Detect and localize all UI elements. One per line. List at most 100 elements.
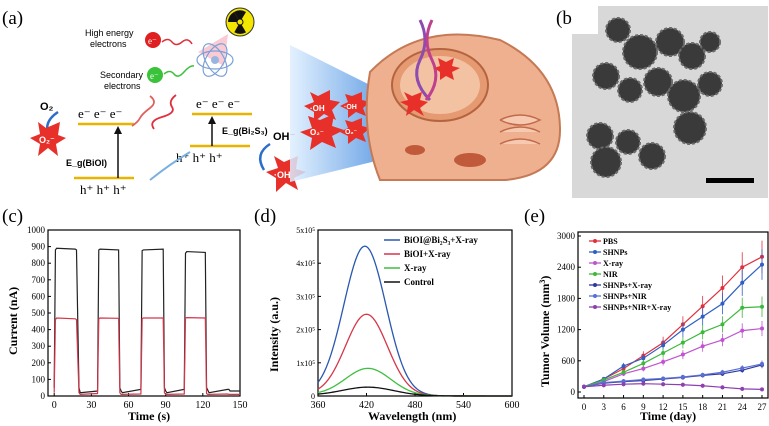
e-point xyxy=(720,301,725,306)
e-point xyxy=(641,377,646,382)
e-point xyxy=(740,280,745,285)
panel-d: (d) Intensity (a.u.) Wavelength (nm) 01x… xyxy=(254,206,520,423)
c-ytick-label: 200 xyxy=(32,358,46,368)
c-xtick-label: 60 xyxy=(124,400,134,411)
d-ylabel: Intensity (a.u.) xyxy=(267,297,281,372)
e-point xyxy=(740,386,745,391)
e-legend-label: X-ray xyxy=(603,259,623,268)
e-xtick-label: 9 xyxy=(641,402,646,412)
e-xtick-label: 15 xyxy=(678,402,688,412)
e-legend-marker xyxy=(593,272,597,276)
transfer-wave-1 xyxy=(151,94,177,130)
electron-secondary xyxy=(147,67,163,83)
e-point xyxy=(621,379,626,384)
d-ytick-label: 0 xyxy=(311,392,315,401)
e-point xyxy=(680,327,685,332)
e-ytick-label: 1200 xyxy=(557,325,576,335)
e-point xyxy=(641,356,646,361)
d-ytick-label: 2x10⁵ xyxy=(296,326,315,335)
e-series-line-0 xyxy=(583,256,763,388)
label-eg-bioi: E_g(BiOI) xyxy=(66,158,107,168)
e-point xyxy=(661,343,666,348)
e-legend-label: SHNPs xyxy=(603,248,627,257)
e-point xyxy=(760,326,764,331)
e-point xyxy=(621,370,626,375)
label-eg-bi2s3: E_g(Bi₂S₃) xyxy=(222,126,268,136)
cb-electrons-right: e⁻ e⁻ e⁻ xyxy=(196,96,240,111)
arrow-head-2 xyxy=(208,116,216,124)
cell-burst-label-4: O₂⁻ xyxy=(345,129,358,136)
e-point xyxy=(680,340,685,345)
e-point xyxy=(621,364,626,368)
e-point xyxy=(700,344,705,349)
e-point xyxy=(700,314,705,319)
cell-burst-3 xyxy=(300,114,344,150)
e-point xyxy=(720,286,725,290)
c-xtick-label: 120 xyxy=(195,400,210,411)
e-point xyxy=(680,374,685,379)
e-point xyxy=(760,304,764,309)
e-legend-label: SHNPs+NIR xyxy=(603,292,647,301)
label-oh-minus: OH⁻ xyxy=(273,131,296,143)
c-ytick-label: 500 xyxy=(32,308,46,318)
cell-burst-label-1: ·OH xyxy=(310,104,325,113)
e-point xyxy=(700,383,705,388)
e-xtick-label: 0 xyxy=(582,402,587,412)
e-point xyxy=(582,384,586,389)
atom-icon xyxy=(196,43,234,77)
e-xtick-label: 21 xyxy=(718,402,727,412)
cell-burst-label-2: ·OH xyxy=(344,104,357,111)
d-xtick-label: 360 xyxy=(311,400,326,411)
radioactive-icon xyxy=(225,7,255,37)
o2-radical-burst xyxy=(30,122,66,156)
d-ytick-label: 5x10⁵ xyxy=(296,226,315,235)
e-legend-label: SHNPs+NIR+X-ray xyxy=(603,303,671,312)
d-series-line-1 xyxy=(317,313,513,397)
e-point xyxy=(720,370,725,375)
c-ytick-label: 300 xyxy=(32,341,46,351)
e-point xyxy=(641,361,646,366)
d-series-line-3 xyxy=(317,386,513,397)
e-ylabel: Tumor Volume (mm3) xyxy=(538,276,553,387)
e-ytick-label: 3000 xyxy=(557,231,576,241)
d-legend-label: Control xyxy=(404,277,434,287)
d-series-line-2 xyxy=(317,367,513,397)
label-o2: O₂ xyxy=(40,101,54,113)
e-legend-marker xyxy=(593,294,597,298)
e-xtick-label: 12 xyxy=(659,402,668,412)
label-electrons-2: electrons xyxy=(104,81,141,91)
e-series-line-5 xyxy=(583,363,763,388)
scale-bar xyxy=(706,178,754,183)
e-point xyxy=(661,359,666,364)
e-point xyxy=(661,376,666,381)
e-point xyxy=(700,372,705,377)
label-o2-radical: O₂⁻ xyxy=(39,135,55,145)
label-oh-radical: ·OH xyxy=(274,170,291,180)
vb-holes-left: h⁺ h⁺ h⁺ xyxy=(80,182,127,197)
c-ytick-label: 600 xyxy=(32,291,46,301)
e-legend-marker xyxy=(593,283,597,287)
c-xlabel: Time (s) xyxy=(128,409,170,423)
e-point xyxy=(641,366,646,371)
e-point xyxy=(740,305,745,310)
cell-illustration xyxy=(365,19,562,181)
d-legend-label: X-ray xyxy=(404,263,427,273)
panel-e-label: (e) xyxy=(524,206,545,227)
cell-burst-2 xyxy=(340,92,370,118)
c-xtick-label: 150 xyxy=(233,400,248,411)
d-legend-label: BiOI+X-ray xyxy=(404,249,451,259)
c-ylabel: Current (nA) xyxy=(6,287,20,355)
d-xlabel: Wavelength (nm) xyxy=(368,409,456,423)
d-xtick-label: 600 xyxy=(505,400,520,411)
d-ytick-label: 1x10⁵ xyxy=(296,359,315,368)
tem-nanoparticles xyxy=(586,17,723,178)
e-point xyxy=(760,361,764,366)
c-ytick-label: 0 xyxy=(41,391,46,401)
c-xtick-label: 0 xyxy=(52,400,57,411)
panel-c: (c) Current (nA) Time (s) 01002003004005… xyxy=(2,206,248,423)
e-series-line-2 xyxy=(583,327,763,388)
label-high-energy: High energy xyxy=(85,28,134,38)
e-point xyxy=(601,383,606,388)
